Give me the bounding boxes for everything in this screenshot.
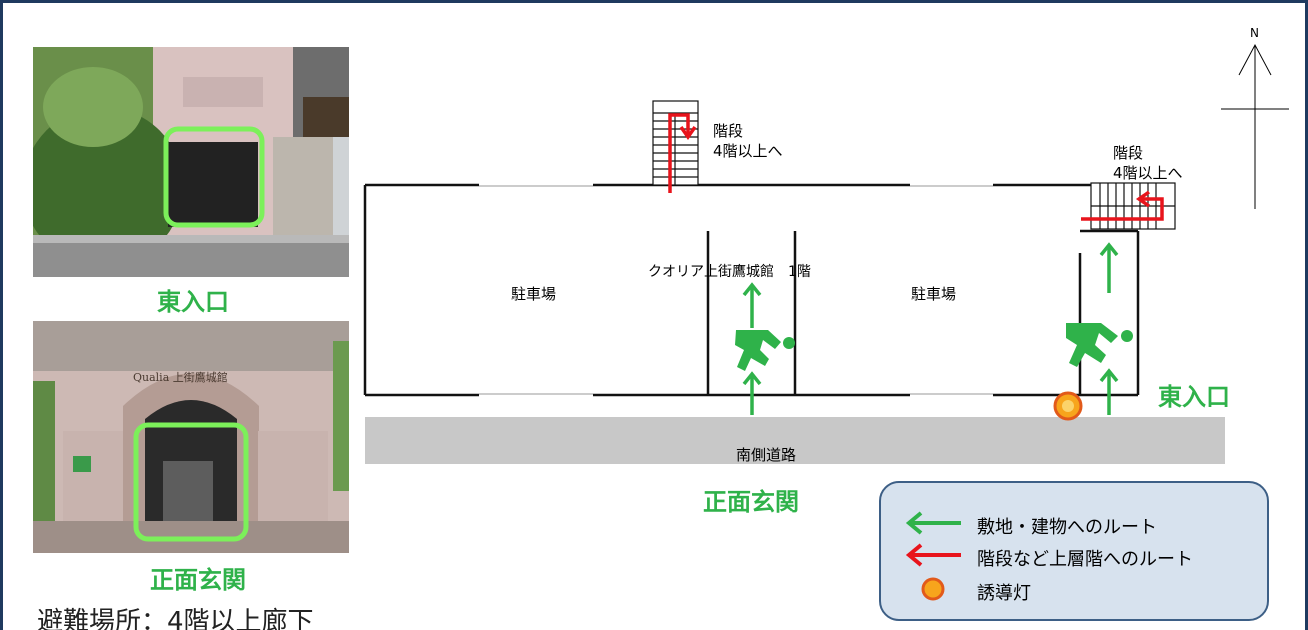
stairs-left-line1: 階段	[713, 122, 744, 140]
legend-guide-light-icon	[921, 577, 945, 601]
east-entrance-photo	[33, 47, 349, 277]
north-compass-icon	[1221, 43, 1289, 209]
floor-plan-map	[363, 43, 1289, 464]
red-route-right-stairs	[1081, 190, 1164, 221]
legend-red-arrow-icon	[905, 543, 961, 567]
front-entrance-photo-caption: 正面玄関	[150, 566, 246, 594]
window-gaps	[479, 183, 993, 397]
stairs-right-line2: 4階以上へ	[1113, 164, 1183, 182]
stairs-right-label: 階段 4階以上へ	[1113, 143, 1183, 183]
stairs-left-label: 階段 4階以上へ	[713, 121, 783, 161]
parking-left-label: 駐車場	[511, 285, 557, 303]
window-lines	[479, 185, 993, 395]
building-sign-text: Qualia 上街鷹城館	[133, 370, 228, 384]
south-road	[365, 417, 1225, 464]
stairs-left-line2: 4階以上へ	[713, 142, 783, 160]
red-route-left-stairs	[668, 113, 697, 193]
compass-north-label: N	[1250, 26, 1259, 40]
legend-symbols	[905, 511, 961, 601]
running-person-icon-center	[735, 330, 795, 371]
front-entrance-photo: Qualia 上街鷹城館	[33, 321, 349, 553]
legend-item-guide-light: 誘導灯	[977, 583, 1031, 604]
running-person-icon-east	[1066, 323, 1133, 367]
legend-item-red-route: 階段など上層階へのルート	[977, 549, 1193, 570]
guide-light-icon	[1053, 391, 1083, 421]
parking-right-label: 駐車場	[911, 285, 957, 303]
map-front-entrance-label: 正面玄関	[703, 488, 799, 516]
east-entrance-photo-caption: 東入口	[157, 288, 229, 316]
south-road-label: 南側道路	[736, 446, 797, 464]
stairs-right-line1: 階段	[1113, 144, 1144, 162]
green-route-arrows	[742, 242, 1119, 415]
map-east-entrance-label: 東入口	[1158, 383, 1230, 411]
building-floor-label: クオリア上街鷹城館 1階	[648, 264, 811, 280]
legend-item-green-route: 敷地・建物へのルート	[977, 517, 1157, 538]
evacuation-place-note: 避難場所：4階以上廊下	[37, 607, 314, 630]
legend-green-arrow-icon	[905, 511, 961, 535]
legend-box: 敷地・建物へのルート 階段など上層階へのルート 誘導灯	[879, 481, 1269, 621]
